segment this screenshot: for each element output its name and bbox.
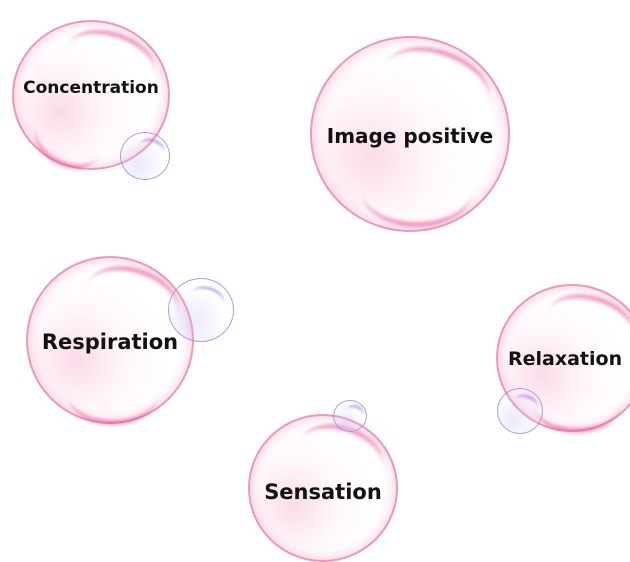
small-bubble (333, 400, 367, 432)
bubble-shine (362, 156, 472, 227)
bubble-label-sensation: Sensation (250, 480, 396, 504)
bubble-shine (26, 100, 113, 179)
small-bubble-shine (512, 391, 540, 415)
small-bubble-shine (137, 135, 168, 162)
small-bubble-shine (188, 282, 228, 315)
bubble-shine (68, 364, 158, 425)
small-bubble (168, 278, 234, 342)
bubble-label-respiration: Respiration (28, 330, 192, 354)
small-bubble-shine (344, 402, 366, 422)
small-bubble (497, 388, 543, 434)
bubble-label-concentration: Concentration (14, 78, 168, 98)
bubble-shine (374, 33, 501, 135)
bubble-image-positive: Image positive (310, 36, 510, 232)
bubble-shine (534, 378, 620, 433)
bubble-label-relaxation: Relaxation (498, 348, 630, 370)
bubble-sensation: Sensation (248, 414, 398, 562)
small-bubble (120, 132, 170, 180)
bubble-label-image-positive: Image positive (312, 124, 508, 148)
bubble-respiration: Respiration (26, 256, 194, 424)
